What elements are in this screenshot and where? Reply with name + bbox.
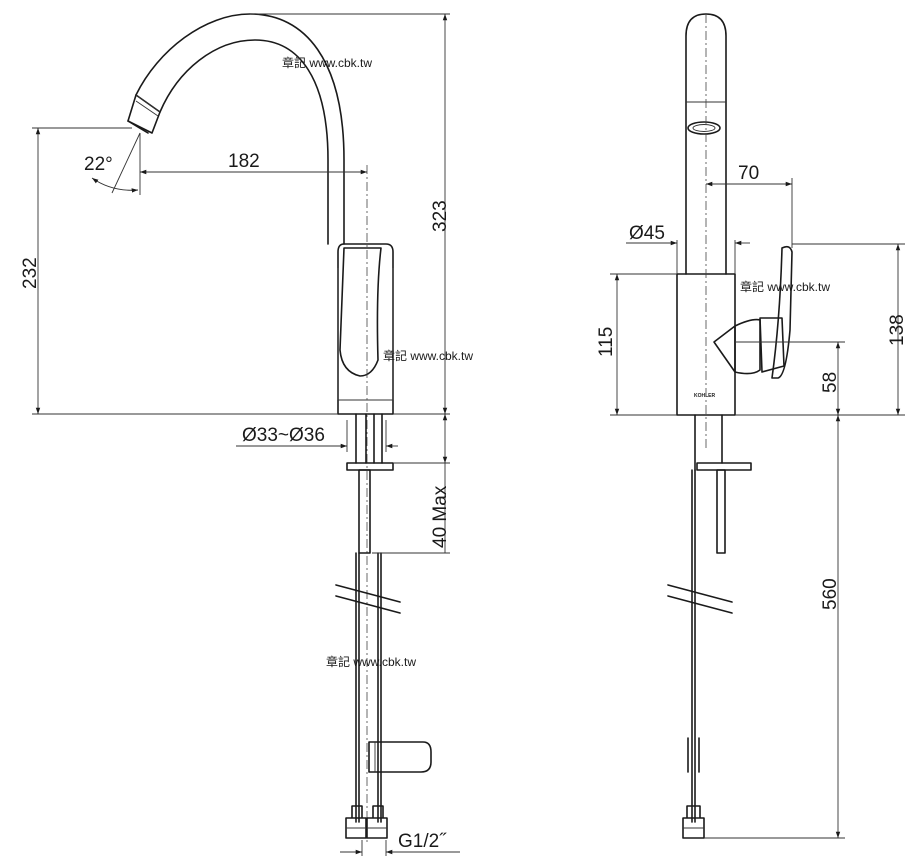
lever-handle (339, 247, 382, 377)
hose-length-label: 560 (820, 578, 841, 610)
connection-label: G1/2˝ (398, 831, 447, 852)
handle-axis-label: 58 (820, 372, 841, 393)
side-hose-fitting (682, 805, 705, 839)
watermark-4: 章記 www.cbk.tw (740, 279, 830, 294)
side-view: KOHLER 70 Ø45 115 (596, 13, 908, 839)
side-mounting-plate (696, 462, 752, 471)
hose-fitting-right (366, 805, 388, 839)
hose-fitting-left (345, 805, 367, 839)
threaded-shank (358, 469, 371, 554)
handle-reach-label: 70 (738, 163, 759, 184)
handle-height-label: 138 (887, 314, 908, 346)
deck-thickness-label: 40 Max (430, 485, 451, 548)
watermark-2: 章記 www.cbk.tw (383, 348, 473, 363)
spout-height-label: 232 (20, 257, 41, 289)
watermark-1: 章記 www.cbk.tw (282, 55, 372, 70)
side-shank (716, 469, 726, 554)
body-height-label: 115 (596, 327, 617, 357)
body-diameter-label: Ø45 (629, 223, 665, 244)
side-spout-aerator (687, 121, 721, 135)
total-height-label: 323 (430, 200, 451, 232)
faucet-body (337, 243, 394, 415)
gooseneck-spout (127, 13, 345, 245)
hole-diameter-label: Ø33~Ø36 (242, 425, 325, 446)
reach-label: 182 (228, 151, 260, 172)
hose-clip (368, 741, 432, 773)
front-view: 22° 182 323 232 Ø33~Ø36 40 Max G1/2˝ (20, 13, 473, 856)
side-handle-lever (771, 245, 793, 379)
brand-logo: KOHLER (694, 393, 716, 399)
watermark-3: 章記 www.cbk.tw (326, 654, 416, 669)
mounting-nut (346, 462, 394, 471)
side-handle (713, 318, 761, 375)
angle-label: 22° (84, 154, 113, 175)
